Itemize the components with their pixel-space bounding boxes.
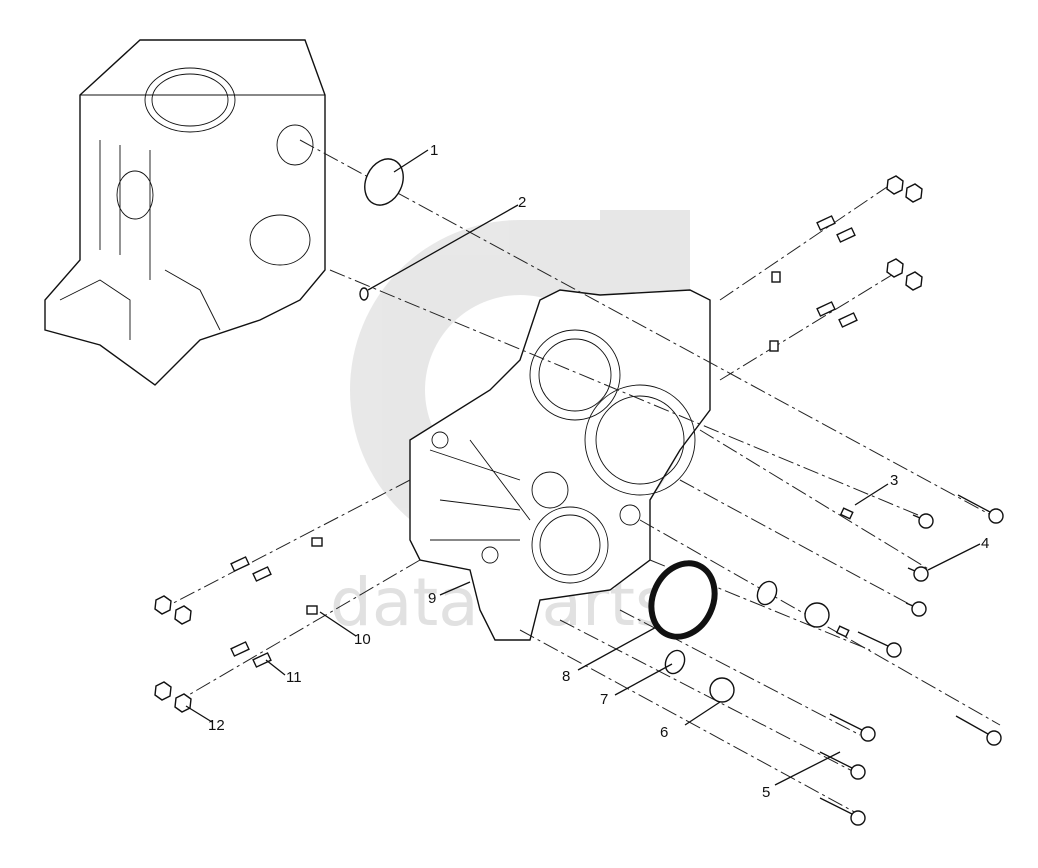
oring-plug — [664, 580, 778, 675]
callout-5: 5 — [762, 784, 770, 801]
oring-small — [359, 287, 369, 301]
studs — [230, 215, 858, 668]
callout-12: 12 — [208, 717, 225, 734]
callout-10: 10 — [354, 631, 371, 648]
callout-1: 1 — [430, 142, 438, 159]
oring-large — [364, 158, 404, 206]
callout-8: 8 — [562, 668, 570, 685]
leader-lines — [185, 149, 981, 786]
crankshaft-seal — [648, 560, 718, 640]
callout-9: 9 — [428, 590, 436, 607]
bolts — [819, 494, 1004, 826]
callout-6: 6 — [660, 724, 668, 741]
plugs — [709, 602, 830, 703]
callout-7: 7 — [600, 691, 608, 708]
dowel-pins — [306, 271, 854, 638]
callout-2: 2 — [518, 194, 526, 211]
alignment-lines — [159, 139, 1001, 816]
engine-block — [44, 39, 326, 386]
callout-11: 11 — [286, 669, 302, 686]
nuts — [154, 175, 923, 713]
callout-4: 4 — [981, 535, 989, 552]
timing-gear-housing — [409, 289, 711, 641]
callout-3: 3 — [890, 472, 898, 489]
